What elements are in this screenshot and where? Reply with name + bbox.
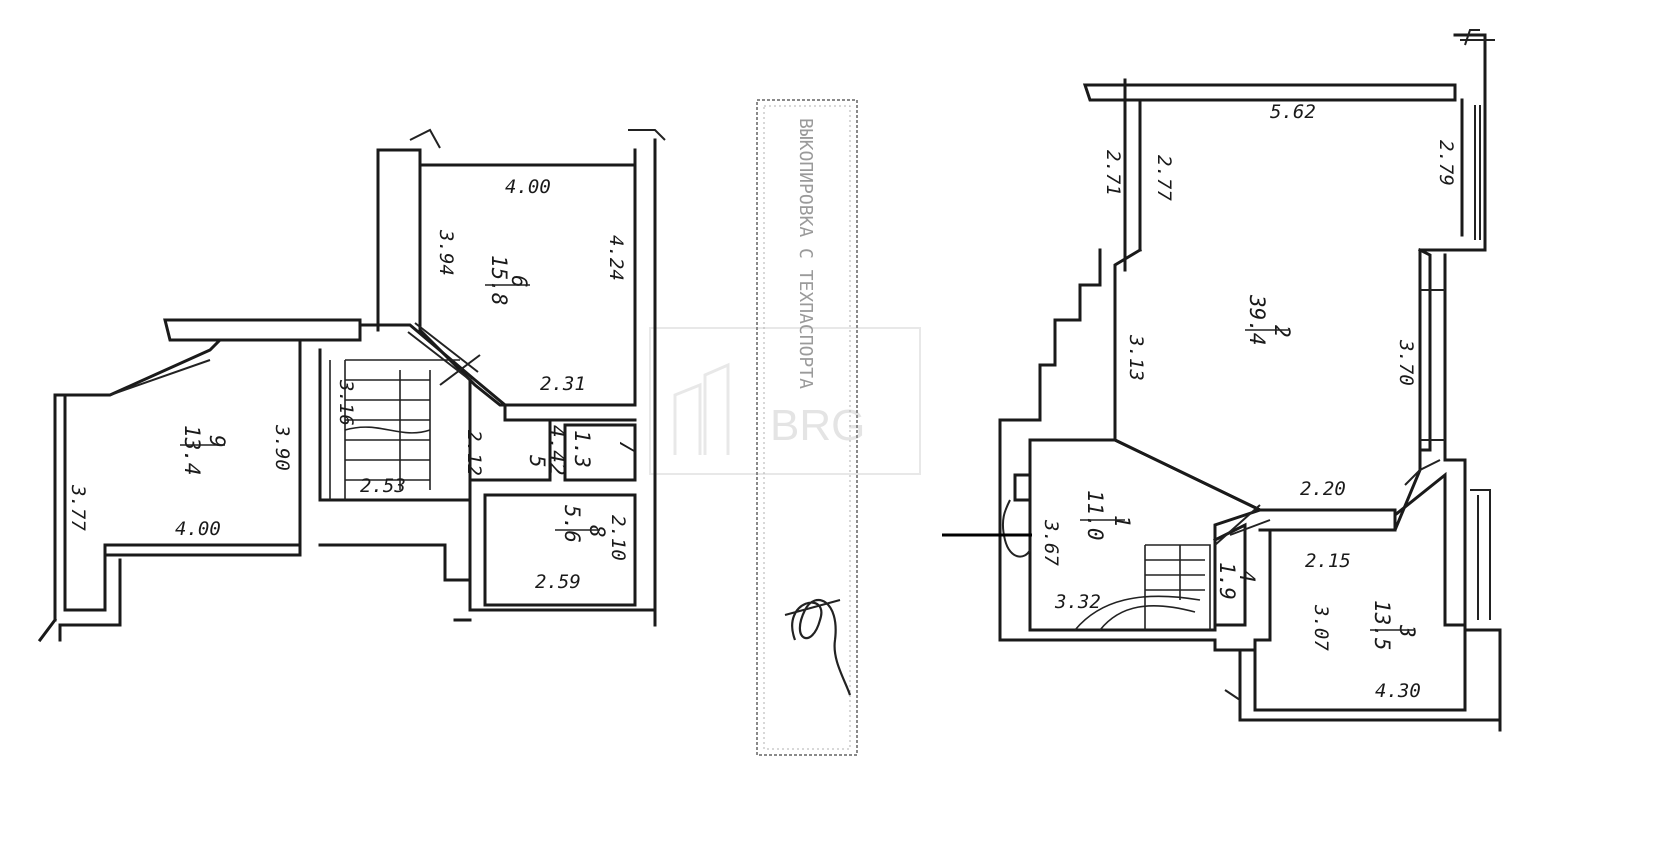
room-area: 5.6 bbox=[560, 505, 584, 543]
dim-label: 2.79 bbox=[1435, 140, 1457, 186]
dim-label: 5.62 bbox=[1270, 101, 1316, 123]
dim-label: 2.71 bbox=[1102, 150, 1124, 196]
room-8-outline bbox=[483, 493, 637, 607]
dim-label: 3.07 bbox=[1310, 604, 1332, 651]
dim-label: 4.30 bbox=[1375, 680, 1421, 702]
dim-label: 3.77 bbox=[67, 484, 89, 531]
room-area: 11.0 bbox=[1083, 490, 1107, 541]
dim-label: 2.12 bbox=[463, 430, 485, 476]
dim-label: 2.77 bbox=[1153, 155, 1175, 201]
room-number: 4 bbox=[1235, 570, 1259, 583]
dim-label: 2.10 bbox=[607, 515, 629, 561]
room-area: 15.8 bbox=[487, 255, 511, 306]
room-number: 8 bbox=[585, 525, 609, 538]
dim-label: 2.53 bbox=[360, 475, 406, 497]
dim-label: 3.13 bbox=[1125, 334, 1147, 381]
dim-label: 2.59 bbox=[535, 571, 581, 593]
right-floor-plan: 5.62 2.71 2.77 2.79 2 39.4 3.13 3.70 2.2… bbox=[942, 29, 1502, 732]
room-area: 1.3 bbox=[570, 430, 594, 468]
dim-label: 4.00 bbox=[175, 518, 221, 540]
watermark-text: BRG bbox=[770, 401, 865, 450]
dim-label: 3.67 bbox=[1040, 519, 1062, 566]
left-staircase bbox=[329, 359, 460, 500]
dim-label: 2.15 bbox=[1305, 550, 1351, 572]
dim-label: 4.00 bbox=[505, 176, 551, 198]
room-2-outline bbox=[1113, 247, 1467, 531]
room-3-outline bbox=[1253, 471, 1467, 712]
dim-label: 3.16 bbox=[335, 379, 357, 426]
watermark-logo: BRG bbox=[649, 327, 921, 475]
dim-label: 2.20 bbox=[1300, 478, 1346, 500]
left-floor-plan: 4.00 3.94 4.24 6 15.8 2.31 9 13.4 3.90 4… bbox=[37, 128, 666, 643]
room-9-outline bbox=[53, 338, 302, 612]
stamp-strip: ВЫКОПИРОВКА С ТЕХПАСПОРТА bbox=[756, 99, 858, 756]
room-number: 1 bbox=[1110, 515, 1134, 528]
room-area: 39.4 bbox=[1245, 294, 1269, 346]
room-area: 4.42 bbox=[545, 425, 569, 476]
dim-label: 3.90 bbox=[271, 424, 293, 471]
dim-label: 3.94 bbox=[435, 229, 457, 276]
room-number: 3 bbox=[1395, 624, 1419, 638]
room-area: 1.9 bbox=[1215, 562, 1239, 600]
signature-mark bbox=[784, 599, 852, 696]
right-staircase bbox=[1074, 544, 1211, 631]
room-1-outline bbox=[1028, 438, 1264, 632]
dim-label: 3.70 bbox=[1395, 339, 1417, 386]
room-7-outline bbox=[563, 423, 637, 482]
room-area: 13.4 bbox=[180, 425, 204, 476]
dim-label: 4.24 bbox=[605, 235, 627, 281]
stamp-strip-text: ВЫКОПИРОВКА С ТЕХПАСПОРТА bbox=[795, 118, 816, 389]
dim-label: 3.32 bbox=[1054, 591, 1101, 613]
room-number: 5 bbox=[525, 455, 549, 468]
room-number: 7 bbox=[615, 440, 639, 453]
room-area: 13.5 bbox=[1370, 600, 1394, 651]
room-number: 2 bbox=[1270, 325, 1294, 338]
dim-label: 2.31 bbox=[540, 373, 586, 395]
